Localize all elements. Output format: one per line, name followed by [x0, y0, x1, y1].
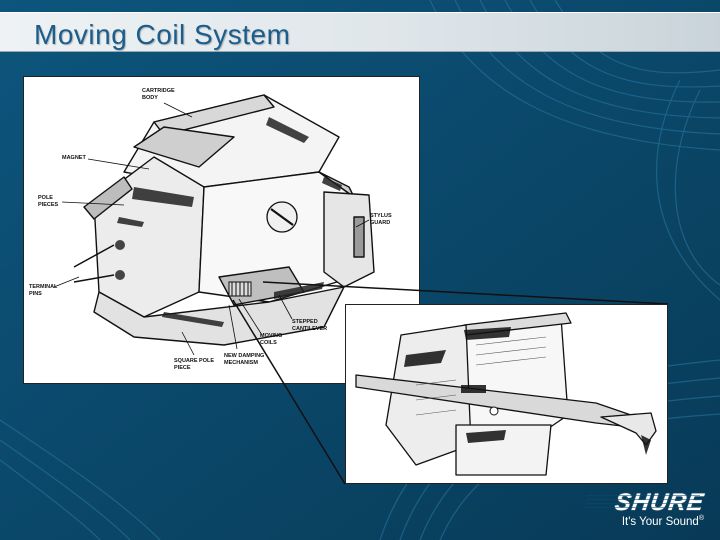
callout-moving-coils: MOVING COILS	[260, 333, 283, 346]
callout-new-damping-mechanism: NEW DAMPING MECHANISM	[224, 353, 265, 366]
logo-stripes	[586, 493, 700, 511]
slide-title: Moving Coil System	[34, 19, 291, 50]
callout-pole-pieces: POLE PIECES	[38, 195, 59, 208]
callout-stepped-cantilever: STEPPED CANTILEVER	[292, 319, 328, 332]
shure-logo: SHURE It's Your Sound®	[582, 489, 706, 531]
callout-stylus-guard: STYLUS GUARD	[370, 213, 392, 226]
stylus-detail-illustration	[355, 312, 657, 476]
callout-terminal-pins: TERMINAL PINS	[29, 284, 58, 297]
callout-magnet: MAGNET	[62, 155, 86, 161]
logo-tagline: It's Your Sound®	[582, 515, 704, 528]
registered-mark: ®	[698, 515, 704, 522]
callout-cartridge-body: CARTRIDGE BODY	[142, 88, 175, 101]
stylus-detail-inset	[345, 304, 668, 484]
callout-square-pole-piece: SQUARE POLE PIECE	[174, 358, 215, 371]
logo-tagline-text: It's Your Sound	[621, 515, 699, 528]
title-bar: Moving Coil System	[0, 12, 720, 52]
